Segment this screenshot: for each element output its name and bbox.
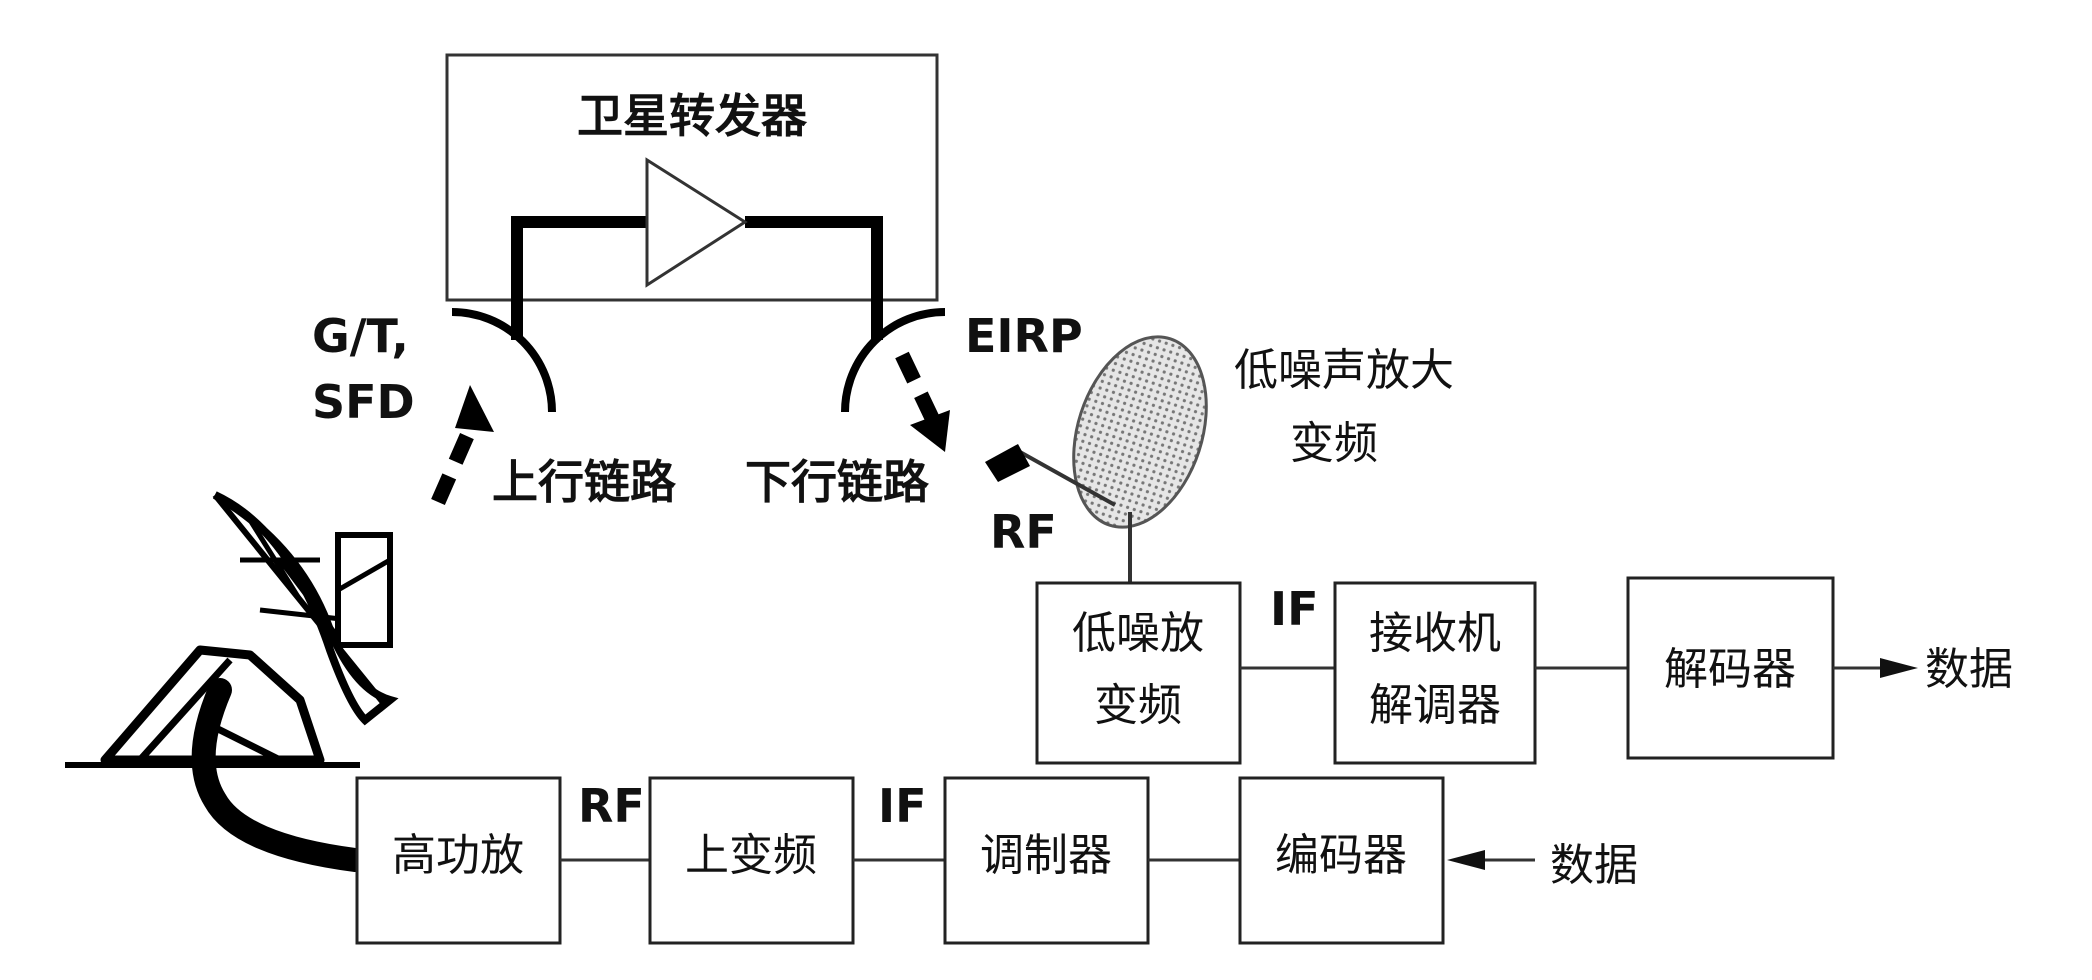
receiver-demodulator-box bbox=[1333, 581, 1537, 765]
modulator-label: 调制器 bbox=[980, 830, 1112, 881]
upconverter-box bbox=[648, 776, 855, 945]
if-receive-label: IF bbox=[1270, 582, 1319, 636]
transmit-dish-icon bbox=[65, 491, 399, 872]
decoder-label: 解码器 bbox=[1664, 644, 1796, 695]
sfd-label: SFD bbox=[312, 375, 415, 429]
downlink-label: 下行链路 bbox=[745, 455, 930, 509]
uplink-feed-line bbox=[511, 216, 647, 340]
eirp-label: EIRP bbox=[965, 309, 1083, 363]
amplifier-triangle-icon bbox=[645, 157, 748, 288]
decoder-box bbox=[1626, 576, 1835, 760]
data-out-arrow-icon bbox=[1880, 658, 1918, 678]
receiver-box-line2: 解调器 bbox=[1369, 680, 1501, 731]
modulator-box bbox=[943, 776, 1150, 945]
lna-dish-label-line2: 变频 bbox=[1290, 418, 1378, 469]
transponder-title: 卫星转发器 bbox=[577, 89, 808, 143]
uplink-arrow-icon bbox=[431, 385, 494, 506]
data-in-label: 数据 bbox=[1550, 840, 1638, 891]
transmit-chain: 高功放 RF 上变频 IF 调制器 编码器 数据 bbox=[355, 776, 1638, 945]
rf-transmit-label: RF bbox=[578, 779, 645, 833]
satellite-receive-antenna-icon bbox=[451, 308, 556, 413]
downlink-arrow-icon bbox=[895, 351, 950, 452]
encoder-label: 编码器 bbox=[1275, 830, 1407, 881]
transponder-box bbox=[445, 53, 939, 302]
upconverter-label: 上变频 bbox=[685, 830, 817, 881]
hpa-label: 高功放 bbox=[392, 830, 524, 881]
data-out-label: 数据 bbox=[1925, 644, 2013, 695]
data-in-arrow-icon bbox=[1447, 850, 1485, 870]
lna-box-line1: 低噪放 bbox=[1072, 608, 1204, 659]
uplink-label: 上行链路 bbox=[492, 455, 677, 509]
encoder-box bbox=[1238, 776, 1445, 945]
receive-dish-icon bbox=[985, 335, 1208, 583]
rf-receive-label: RF bbox=[990, 505, 1057, 559]
satellite-transponder: 卫星转发器 bbox=[445, 53, 946, 413]
gt-label: G/T, bbox=[312, 309, 409, 363]
downlink-feed-line bbox=[745, 216, 883, 340]
receive-chain: 低噪放 变频 IF 接收机 解调器 解码器 数据 bbox=[1035, 576, 2013, 765]
satellite-transmit-antenna-icon bbox=[841, 308, 946, 413]
lna-downconverter-box bbox=[1035, 581, 1242, 765]
hpa-box bbox=[355, 776, 562, 945]
lna-dish-label-line1: 低噪声放大 bbox=[1234, 345, 1454, 396]
receiver-box-line1: 接收机 bbox=[1369, 608, 1501, 659]
lna-box-line2: 变频 bbox=[1094, 680, 1182, 731]
if-transmit-label: IF bbox=[878, 779, 927, 833]
